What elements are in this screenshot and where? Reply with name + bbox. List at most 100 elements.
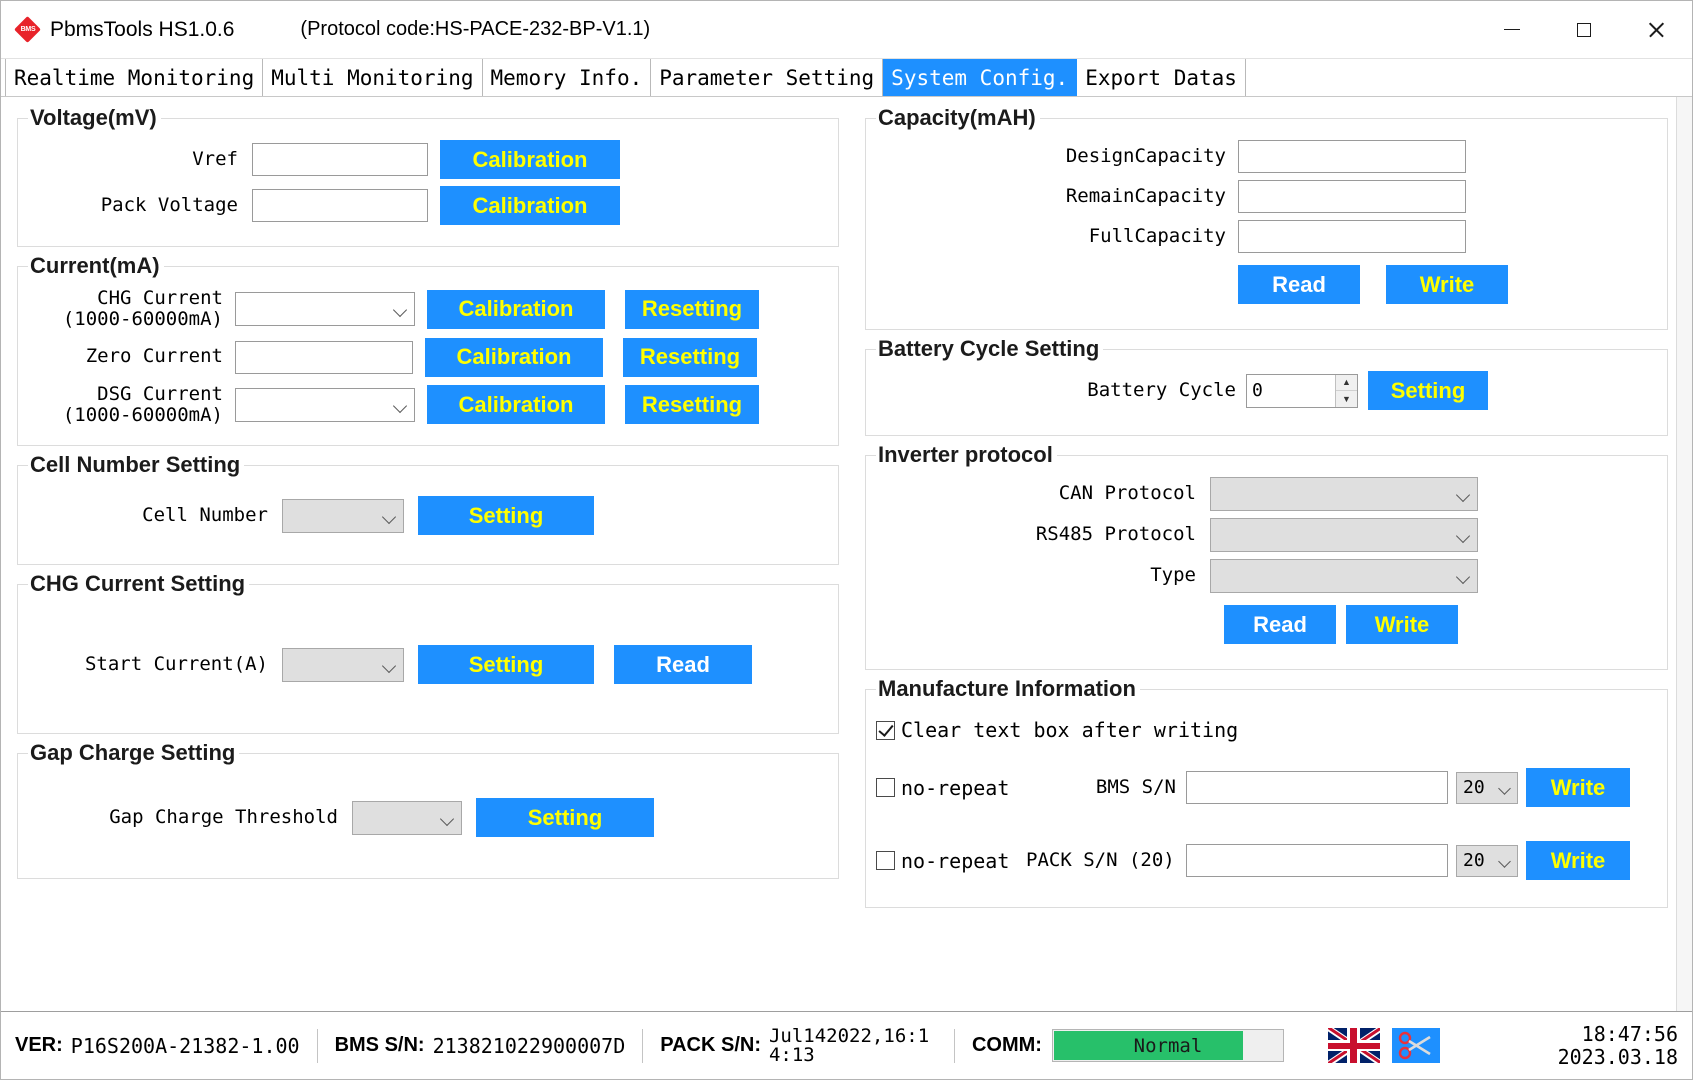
bms-norepeat-checkbox[interactable]: no-repeat (876, 776, 1026, 800)
maximize-button[interactable] (1548, 1, 1620, 58)
bms-sn-length-combo[interactable]: 20 (1456, 772, 1518, 804)
battery-cycle-label: Battery Cycle (876, 380, 1236, 401)
tab-export-datas[interactable]: Export Datas (1077, 59, 1246, 96)
checkbox-icon-unchecked (876, 851, 895, 870)
uk-flag-icon[interactable] (1328, 1028, 1380, 1063)
close-button[interactable] (1620, 1, 1692, 58)
remain-capacity-input[interactable] (1238, 180, 1466, 213)
battery-cycle-value[interactable]: 0 (1247, 375, 1335, 407)
vref-calibration-button[interactable]: Calibration (440, 140, 620, 179)
tab-system-config[interactable]: System Config. (883, 59, 1077, 96)
pack-norepeat-label: no-repeat (901, 849, 1009, 873)
bms-sn-input[interactable] (1186, 771, 1448, 804)
zero-resetting-button[interactable]: Resetting (623, 338, 757, 377)
chg-current-combo[interactable] (235, 292, 415, 326)
cell-number-label: Cell Number (28, 505, 268, 526)
dsg-resetting-button[interactable]: Resetting (625, 385, 759, 424)
cell-number-legend: Cell Number Setting (28, 452, 244, 478)
vref-input[interactable] (252, 143, 428, 176)
full-capacity-label: FullCapacity (876, 226, 1226, 247)
design-capacity-input[interactable] (1238, 140, 1466, 173)
bms-sn-key: BMS S/N: (335, 1034, 425, 1057)
clock-date: 2023.03.18 (1558, 1046, 1678, 1068)
start-current-setting-button[interactable]: Setting (418, 645, 594, 684)
inverter-protocol-legend: Inverter protocol (876, 442, 1057, 468)
battery-cycle-stepper[interactable]: 0 ▲ ▼ (1246, 374, 1358, 408)
spin-down-icon[interactable]: ▼ (1336, 391, 1357, 407)
type-label: Type (876, 565, 1196, 586)
pack-sn-value: Jul142022,16:14:13 (769, 1027, 937, 1063)
capacity-read-button[interactable]: Read (1238, 265, 1360, 304)
right-column: Capacity(mAH) DesignCapacity RemainCapac… (849, 105, 1690, 914)
battery-cycle-group: Battery Cycle Setting Battery Cycle 0 ▲ … (865, 336, 1668, 436)
pack-sn-length-combo[interactable]: 20 (1456, 845, 1518, 877)
minimize-icon (1504, 29, 1520, 31)
gap-charge-threshold-combo[interactable] (352, 801, 462, 835)
chg-current-label: CHG Current (1000-60000mA) (28, 288, 223, 331)
pack-sn-input[interactable] (1186, 844, 1448, 877)
clear-textbox-label: Clear text box after writing (901, 718, 1238, 742)
design-capacity-row: DesignCapacity (876, 140, 1657, 173)
close-icon (1648, 21, 1665, 38)
minimize-button[interactable] (1476, 1, 1548, 58)
app-title: PbmsTools HS1.0.6 (50, 18, 234, 42)
bms-logo-icon: BMS (15, 17, 41, 43)
comm-key: COMM: (972, 1034, 1042, 1057)
pack-voltage-row: Pack Voltage Calibration (28, 186, 828, 225)
version-key: VER: (15, 1034, 63, 1057)
capacity-write-button[interactable]: Write (1386, 265, 1508, 304)
spin-up-icon[interactable]: ▲ (1336, 375, 1357, 391)
pack-voltage-input[interactable] (252, 189, 428, 222)
inverter-read-button[interactable]: Read (1224, 605, 1336, 644)
cell-number-group: Cell Number Setting Cell Number Setting (17, 452, 839, 565)
pack-norepeat-checkbox[interactable]: no-repeat (876, 849, 1026, 873)
dsg-calibration-button[interactable]: Calibration (427, 385, 605, 424)
full-capacity-input[interactable] (1238, 220, 1466, 253)
vertical-scrollbar[interactable] (1676, 97, 1692, 1011)
scissors-glyph (1392, 1028, 1440, 1063)
cell-number-combo[interactable] (282, 499, 404, 533)
clear-textbox-checkbox[interactable]: Clear text box after writing (876, 718, 1238, 742)
gap-charge-setting-button[interactable]: Setting (476, 798, 654, 837)
zero-calibration-button[interactable]: Calibration (425, 338, 603, 377)
comm-status-text: Normal (1053, 1035, 1283, 1057)
type-combo[interactable] (1210, 559, 1478, 593)
current-group: Current(mA) CHG Current (1000-60000mA) C… (17, 253, 839, 446)
bms-sn-write-button[interactable]: Write (1526, 768, 1630, 807)
cell-number-setting-button[interactable]: Setting (418, 496, 594, 535)
pack-sn-write-button[interactable]: Write (1526, 841, 1630, 880)
vref-row: Vref Calibration (28, 140, 828, 179)
start-current-combo[interactable] (282, 648, 404, 682)
inverter-protocol-group: Inverter protocol CAN Protocol RS485 Pro… (865, 442, 1668, 670)
tab-realtime-monitoring[interactable]: Realtime Monitoring (5, 59, 263, 96)
left-column: Voltage(mV) Vref Calibration Pack Voltag… (9, 105, 849, 885)
chg-current-row: CHG Current (1000-60000mA) Calibration R… (28, 288, 828, 331)
tab-multi-monitoring[interactable]: Multi Monitoring (263, 59, 482, 96)
scissors-icon[interactable] (1392, 1028, 1440, 1063)
capacity-group: Capacity(mAH) DesignCapacity RemainCapac… (865, 105, 1668, 330)
battery-cycle-row: Battery Cycle 0 ▲ ▼ Setting (876, 371, 1657, 410)
tab-parameter-setting[interactable]: Parameter Setting (651, 59, 883, 96)
chg-resetting-button[interactable]: Resetting (625, 290, 759, 329)
can-protocol-combo[interactable] (1210, 477, 1478, 511)
status-bar: VER: P16S200A-21382-1.00 BMS S/N: 213821… (1, 1011, 1692, 1079)
status-separator (954, 1029, 955, 1063)
pack-voltage-calibration-button[interactable]: Calibration (440, 186, 620, 225)
start-current-read-button[interactable]: Read (614, 645, 752, 684)
bms-norepeat-label: no-repeat (901, 776, 1009, 800)
gap-charge-row: Gap Charge Threshold Setting (28, 798, 828, 837)
zero-current-input[interactable] (235, 341, 413, 374)
chg-calibration-button[interactable]: Calibration (427, 290, 605, 329)
protocol-code-label: (Protocol code:HS-PACE-232-BP-V1.1) (300, 18, 650, 41)
bms-sn-value: 213821022900007D (433, 1034, 626, 1058)
voltage-group: Voltage(mV) Vref Calibration Pack Voltag… (17, 105, 839, 247)
tab-strip: Realtime Monitoring Multi Monitoring Mem… (1, 59, 1692, 97)
inverter-write-button[interactable]: Write (1346, 605, 1458, 644)
tab-memory-info[interactable]: Memory Info. (483, 59, 652, 96)
rs485-protocol-combo[interactable] (1210, 518, 1478, 552)
maximize-icon (1577, 23, 1591, 37)
dsg-current-combo[interactable] (235, 388, 415, 422)
battery-cycle-setting-button[interactable]: Setting (1368, 371, 1488, 410)
rs485-protocol-row: RS485 Protocol (876, 518, 1657, 552)
